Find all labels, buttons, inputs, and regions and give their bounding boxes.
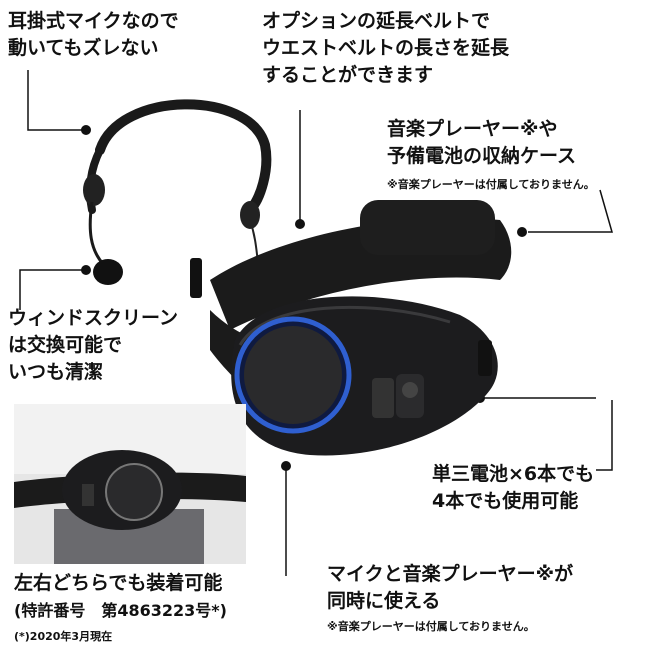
dot-ear-mic (81, 125, 91, 135)
callout-line: することができます (262, 64, 434, 86)
callout-windscreen: ウィンドスクリーン は交換可能で いつも清潔 (8, 305, 178, 386)
dot-storage (517, 227, 527, 237)
callout-extension-belt: オプションの延長ベルトで ウエストベルトの長さを延長 することができます (262, 8, 509, 89)
callout-line: 動いてもズレない (8, 37, 159, 59)
patent-number: (特許番号 第4863223号*) (14, 601, 227, 620)
callout-line: マイクと音楽プレーヤー※が (327, 563, 574, 585)
waist-worn-photo (14, 404, 246, 564)
callout-mic-and-player: マイクと音楽プレーヤー※が 同時に使える (327, 561, 573, 615)
speaker-grille (244, 326, 342, 424)
callout-line: 4本でも使用可能 (432, 490, 579, 512)
callout-line: ウエストベルトの長さを延長 (262, 37, 510, 59)
mic-player-footnote: ※音楽プレーヤーは付属しておりません。 (327, 620, 535, 633)
callout-storage-case: 音楽プレーヤー※や 予備電池の収納ケース (387, 116, 576, 170)
callout-line: ウィンドスクリーン (8, 307, 179, 329)
dot-belt (295, 219, 305, 229)
callout-ear-mic: 耳掛式マイクなので 動いてもズレない (8, 8, 179, 62)
callout-line: 予備電池の収納ケース (387, 145, 577, 167)
callout-battery: 単三電池×6本でも 4本でも使用可能 (432, 461, 594, 515)
callout-line: 音楽プレーヤー※や (387, 118, 558, 140)
callout-line: 単三電池×6本でも (432, 463, 595, 485)
callout-wear-either-side: 左右どちらでも装着可能 (14, 572, 223, 594)
amplifier-product-image (83, 99, 512, 456)
patent-footnote: (*)2020年3月現在 (14, 630, 113, 643)
callout-line: 耳掛式マイクなので (8, 10, 179, 32)
callout-line: 同時に使える (327, 590, 441, 612)
dot-windscreen (81, 265, 91, 275)
storage-pouch (360, 200, 495, 255)
callout-line: いつも清潔 (8, 361, 104, 383)
storage-footnote: ※音楽プレーヤーは付属しておりません。 (387, 178, 595, 191)
callout-line: オプションの延長ベルトで (262, 10, 491, 32)
dot-mic-player (281, 461, 291, 471)
callout-line: は交換可能で (8, 334, 123, 356)
